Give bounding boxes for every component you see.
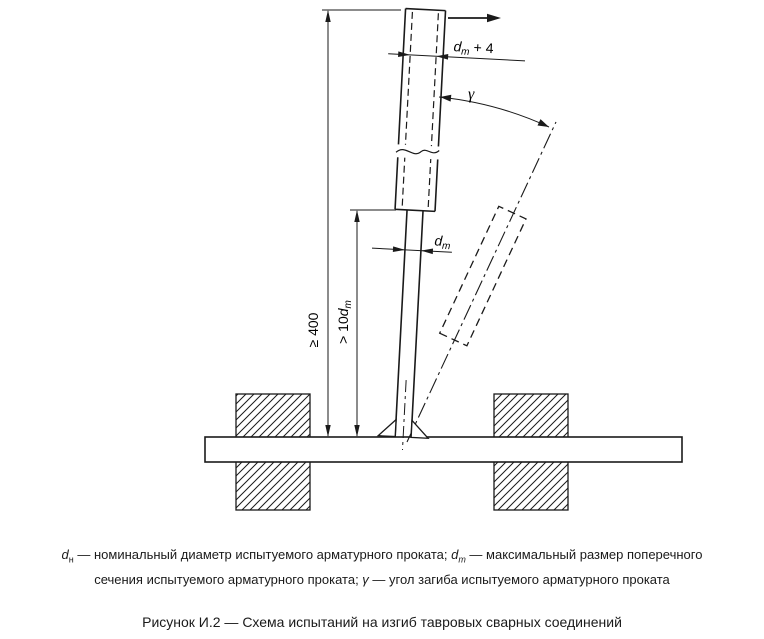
dim-arrow-right [420,248,434,255]
dim-bar-diameter-label: dm [434,232,451,252]
dimension-free-length: > 10dm [335,209,396,437]
angle-label: γ [468,86,475,103]
legend-gamma-symbol: γ [362,571,369,587]
upright-assembly: dm dm + 4 [371,7,526,451]
weld-bend-test-diagram: dm dm + 4 ≥ 400 [204,7,683,511]
caption: dн — номинальный диаметр испытуемого арм… [0,545,764,630]
base-plate [204,436,683,463]
dim-line [371,247,452,253]
dim-arrow-right [436,54,449,60]
legend-dn-symbol: d [61,547,69,562]
dim-arrow-bottom [354,425,360,437]
angle-arrow-start [440,94,452,102]
weld-fillets [376,418,430,440]
dim-line [388,53,526,62]
bent-pipe-phantom [438,205,527,347]
legend-text-4: — угол загиба испытуемого арматурного пр… [368,571,670,587]
legend-text-1: — номинальный диаметр испытуемого армату… [73,547,452,562]
dimension-bar-diameter: dm [371,232,452,255]
legend-dm-subscript: m [458,554,466,565]
sleeve-pipe-inner-hidden-lines [401,11,439,212]
legend-dm-symbol: d [451,547,459,562]
force-arrow [448,13,501,23]
legend-text-3: сечения испытуемого арматурного проката; [94,571,363,587]
bent-axis-centerline [406,121,557,443]
figure-legend: dн — номинальный диаметр испытуемого арм… [0,545,764,590]
angle-arrow-end [537,119,549,127]
rebar-centerline [401,380,407,451]
dim-arrow-top [354,210,360,222]
dim-arrow-bottom [325,425,331,437]
rebar [394,209,424,438]
dimension-pipe-inner: dm + 4 [388,38,526,62]
force-arrow-head [487,13,501,23]
dim-overall-height-label: ≥ 400 [305,312,321,347]
bend-angle-dimension: γ [438,86,550,128]
legend-text-2: — максимальный размер поперечного [465,547,703,562]
dimension-overall-height: ≥ 400 [305,9,401,437]
dim-arrow-top [325,10,331,22]
sleeve-pipe-outline [394,7,447,213]
dim-free-length-label: > 10dm [335,300,354,344]
dim-arrow-left [398,51,411,58]
legend-dn-subscript: н [68,554,74,565]
break-wavy-line [395,149,440,155]
angle-arc [438,96,550,128]
dim-pipe-inner-label: dm + 4 [453,38,494,59]
figure-title: Рисунок И.2 — Схема испытаний на изгиб т… [142,613,622,630]
dim-arrow-left [392,246,405,253]
break-mask [394,144,442,160]
